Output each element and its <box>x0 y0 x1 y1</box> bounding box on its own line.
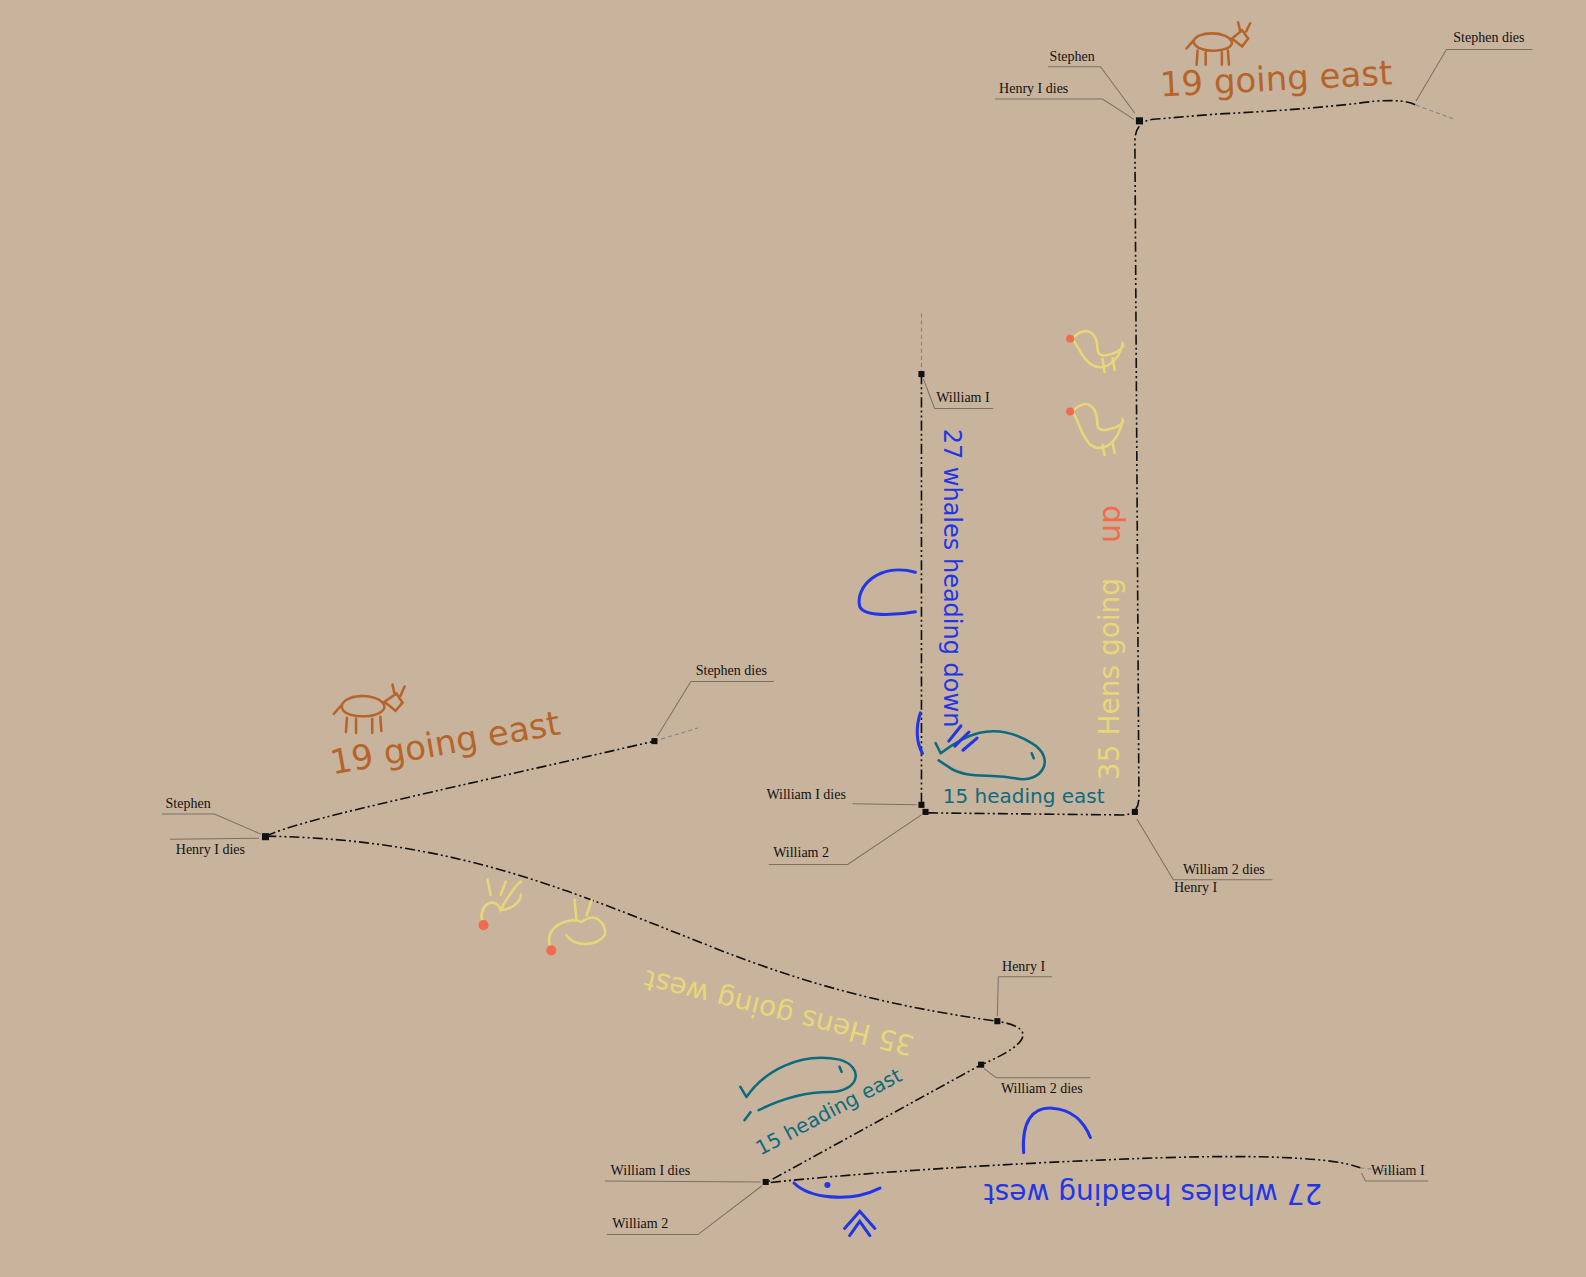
hen-head <box>546 945 556 955</box>
cow-sketch <box>334 685 405 734</box>
king-label: Henry I dies <box>176 842 245 858</box>
king-label: William 2 dies <box>1001 1081 1083 1097</box>
note-text: 15 heading east <box>943 784 1105 807</box>
note-text: 19 going east <box>1159 53 1393 104</box>
king-label: William I dies <box>611 1163 691 1179</box>
hen-sketch <box>1072 404 1123 455</box>
blue-dot <box>824 1182 830 1188</box>
king-label: William I dies <box>766 787 846 803</box>
leader-line <box>170 838 259 839</box>
king-label: Stephen dies <box>696 663 767 679</box>
king-label: Stephen <box>1050 49 1095 65</box>
dashed-extension <box>1416 105 1454 119</box>
timeline-lines <box>266 101 1416 1183</box>
king-label: Henry I dies <box>999 81 1068 97</box>
note-text: 35 Hens going <box>1093 578 1125 780</box>
dashed-extension <box>921 313 922 374</box>
hen-head <box>1066 335 1074 343</box>
king-label: Stephen <box>166 796 211 812</box>
king-label: Stephen dies <box>1453 30 1524 46</box>
leader-line <box>984 1069 1090 1078</box>
blue-squiggle <box>859 570 915 615</box>
event-marker <box>918 371 924 377</box>
leader-line <box>1416 50 1532 102</box>
hen-sketch <box>1072 331 1123 372</box>
king-label: William 2 dies <box>1183 861 1265 877</box>
note-text: 15 heading east <box>753 1064 907 1160</box>
event-marker <box>918 802 924 808</box>
leader-line <box>853 804 917 805</box>
king-label: William 2 <box>773 845 829 861</box>
blue-squiggle <box>845 1211 875 1235</box>
leader-line <box>607 1186 762 1235</box>
leader-line <box>995 99 1134 119</box>
event-marker <box>763 1179 769 1185</box>
blue-squiggle <box>794 1183 880 1197</box>
hen-sketch <box>549 900 605 949</box>
hen-head <box>1066 407 1074 415</box>
event-marker <box>1136 117 1143 124</box>
timeline-curve <box>921 101 1416 815</box>
event-marker <box>978 1062 984 1068</box>
leader-line <box>1137 819 1273 880</box>
leader-line <box>605 1181 761 1182</box>
hen-sketch <box>482 880 521 925</box>
king-label: William 2 <box>612 1216 668 1232</box>
note-text: 27 whales heading west <box>984 1177 1323 1209</box>
hen-head <box>478 920 488 930</box>
hen-drawing <box>482 331 1124 948</box>
king-label: William I <box>936 390 989 406</box>
king-label: Henry I <box>1002 959 1045 975</box>
leader-line <box>657 681 773 736</box>
leader-line <box>997 977 1052 1016</box>
note-text: 27 whales heading down <box>937 429 965 728</box>
cow-sketch <box>1186 22 1250 64</box>
timeline-curve <box>266 836 1360 1183</box>
king-label: Henry I <box>1174 880 1217 896</box>
event-marker <box>651 738 657 744</box>
event-marker <box>922 809 928 815</box>
event-markers <box>262 117 1143 1185</box>
hen-heads <box>478 335 1074 956</box>
note-text: 35 Hens going west <box>641 963 917 1061</box>
event-marker <box>262 833 269 840</box>
note-text: 19 going east <box>327 704 563 783</box>
leader-line <box>769 815 922 865</box>
event-marker <box>1132 809 1138 815</box>
blue-squiggle <box>1023 1108 1090 1153</box>
leader-line <box>923 379 993 408</box>
note-text: up <box>1092 505 1127 543</box>
leader-line <box>162 814 261 834</box>
event-marker <box>994 1018 1000 1024</box>
leader-lines <box>162 50 1533 1235</box>
king-label: William I <box>1371 1163 1424 1179</box>
